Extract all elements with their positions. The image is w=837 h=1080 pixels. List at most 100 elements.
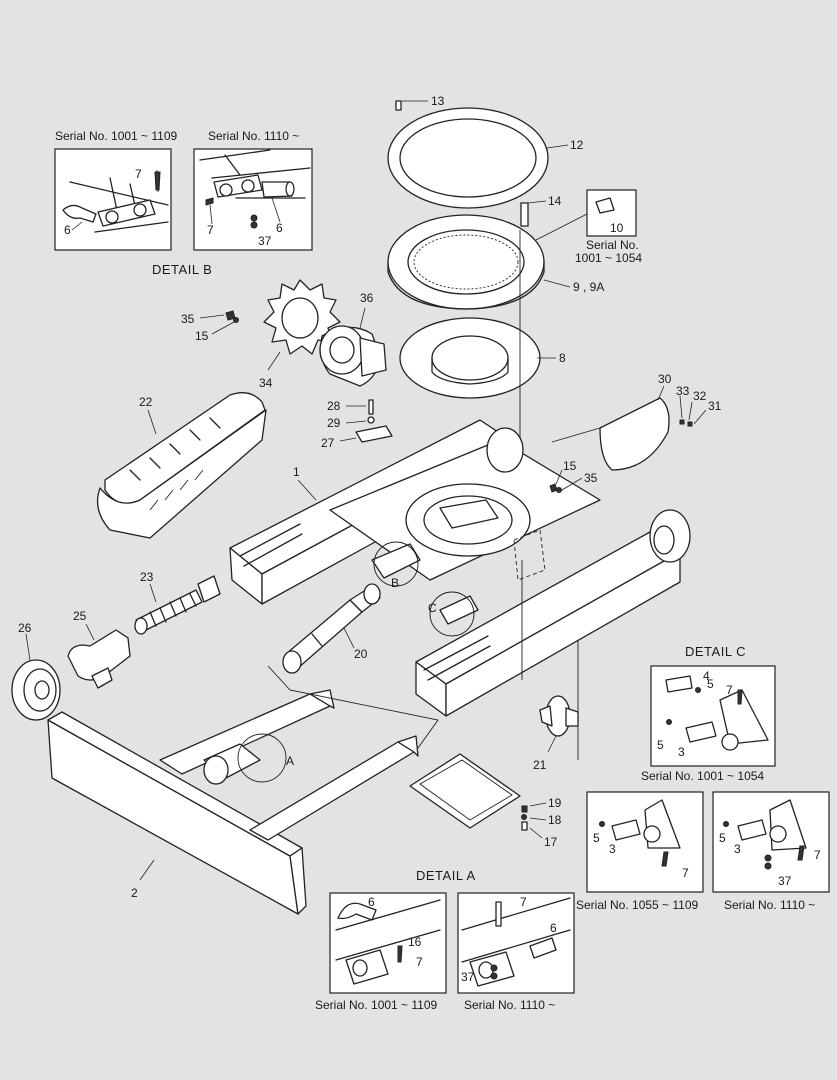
detail-b-left-box bbox=[54, 148, 172, 251]
detail-c-1-label-7: 7 bbox=[726, 683, 733, 697]
part-label-35-upper: 35 bbox=[181, 312, 195, 326]
part-label-13: 13 bbox=[431, 94, 445, 108]
detail-c-serial-3: Serial No. 1110 ~ bbox=[724, 898, 815, 912]
track-frame-1: 1 15 35 B C bbox=[229, 419, 691, 760]
slewing-ring-assembly: 13 12 14 9 , 9A 8 bbox=[387, 94, 604, 520]
rubber-track-22: 22 bbox=[96, 392, 267, 539]
part-label-21: 21 bbox=[533, 758, 547, 772]
bolt-13 bbox=[395, 100, 402, 111]
detail-a-title: DETAIL A bbox=[416, 868, 476, 883]
detail-a-left-serial: Serial No. 1001 ~ 1109 bbox=[315, 998, 438, 1012]
track-tensioner-23: 23 bbox=[134, 570, 221, 635]
view-marker-c: C bbox=[428, 601, 437, 615]
part-label-17: 17 bbox=[544, 835, 558, 849]
detail-a-right-label-37: 37 bbox=[461, 970, 475, 984]
cover-30 bbox=[599, 397, 670, 471]
detail-b-left-label-6: 6 bbox=[64, 223, 71, 237]
detail-a-right-label-7: 7 bbox=[520, 895, 527, 909]
part-label-32: 32 bbox=[693, 389, 707, 403]
detail-c-group: DETAIL C 4 5 7 5 3 Serial No. 1001 ~ 105… bbox=[576, 644, 830, 912]
part-label-29: 29 bbox=[327, 416, 341, 430]
detail-a-right-label-6: 6 bbox=[550, 921, 557, 935]
part-label-15-upper: 15 bbox=[195, 329, 209, 343]
part-label-28: 28 bbox=[327, 399, 341, 413]
view-marker-a: A bbox=[286, 754, 294, 768]
detail-c-3-label-7: 7 bbox=[814, 848, 821, 862]
detail-c-1-label-5a: 5 bbox=[707, 677, 714, 691]
detail-a-left-label-16: 16 bbox=[408, 935, 422, 949]
part-10-serial-line1: Serial No. bbox=[586, 238, 639, 252]
detail-b-right-serial: Serial No. 1110 ~ bbox=[208, 129, 299, 143]
cover-assembly: 30 33 32 31 bbox=[551, 372, 722, 471]
under-cover-plate bbox=[409, 753, 521, 829]
view-circle-c bbox=[429, 591, 475, 637]
idler-assembly: 25 26 bbox=[11, 609, 131, 721]
detail-c-2-label-3: 3 bbox=[609, 842, 616, 856]
detail-a-left-label-6: 6 bbox=[368, 895, 375, 909]
detail-b-left-label-7: 7 bbox=[135, 167, 142, 181]
part-label-14: 14 bbox=[548, 194, 562, 208]
part-label-12: 12 bbox=[570, 138, 584, 152]
cleat-assembly: 28 29 27 bbox=[321, 399, 393, 450]
part-label-22: 22 bbox=[139, 395, 153, 409]
grease-fitting-10 bbox=[595, 197, 615, 214]
detail-b-title: DETAIL B bbox=[152, 262, 212, 277]
detail-c-1-label-3: 3 bbox=[678, 745, 685, 759]
part-label-26: 26 bbox=[18, 621, 32, 635]
detail-c-title: DETAIL C bbox=[685, 644, 746, 659]
detail-c-2-label-7: 7 bbox=[682, 866, 689, 880]
part-10-box bbox=[586, 189, 637, 237]
view-marker-b: B bbox=[391, 576, 399, 590]
detail-c-3-label-5: 5 bbox=[719, 831, 726, 845]
detail-b-right-label-37: 37 bbox=[258, 234, 272, 248]
detail-c-1-label-5b: 5 bbox=[657, 738, 664, 752]
under-cover-assembly: 19 18 17 bbox=[409, 753, 562, 849]
part-label-35-lower: 35 bbox=[584, 471, 598, 485]
part-label-8: 8 bbox=[559, 351, 566, 365]
detail-a-group: DETAIL A 6 16 7 Serial No. 1001 ~ 1109 7… bbox=[315, 868, 575, 1012]
part-10-inset: 10 Serial No. 1001 ~ 1054 bbox=[535, 189, 642, 265]
detail-b-group: Serial No. 1001 ~ 1109 Serial No. 1110 ~… bbox=[54, 129, 313, 277]
part-label-19: 19 bbox=[548, 796, 562, 810]
detail-c-box-2 bbox=[586, 791, 704, 893]
part-label-36: 36 bbox=[360, 291, 374, 305]
part-label-34: 34 bbox=[259, 376, 273, 390]
view-circle-b bbox=[373, 541, 419, 587]
track-roller-21: 21 bbox=[533, 695, 579, 772]
part-label-25: 25 bbox=[73, 609, 87, 623]
idler-yoke-25 bbox=[67, 629, 131, 681]
part-label-33: 33 bbox=[676, 384, 690, 398]
part-label-23: 23 bbox=[140, 570, 154, 584]
blade-cylinder-20: 20 bbox=[282, 583, 381, 674]
part-label-31: 31 bbox=[708, 399, 722, 413]
detail-c-serial-2: Serial No. 1055 ~ 1109 bbox=[576, 898, 699, 912]
detail-b-left-serial: Serial No. 1001 ~ 1109 bbox=[55, 129, 178, 143]
detail-b-right-label-6: 6 bbox=[276, 221, 283, 235]
part-label-30: 30 bbox=[658, 372, 672, 386]
part-label-9: 9 , 9A bbox=[573, 280, 604, 294]
detail-b-right-pin-drawing bbox=[199, 149, 311, 229]
detail-c-1-label-4: 4 bbox=[703, 669, 710, 683]
detail-b-right-box bbox=[193, 148, 313, 251]
part-label-15-lower: 15 bbox=[563, 459, 577, 473]
part-10-serial-line2: 1001 ~ 1054 bbox=[575, 251, 642, 265]
part-label-10: 10 bbox=[610, 221, 624, 235]
detail-c-3-label-37: 37 bbox=[778, 874, 792, 888]
part-label-20: 20 bbox=[354, 647, 368, 661]
detail-b-right-label-7: 7 bbox=[207, 223, 214, 237]
detail-c-serial-1: Serial No. 1001 ~ 1054 bbox=[641, 769, 764, 783]
part-label-27: 27 bbox=[321, 436, 335, 450]
drive-assembly: 36 34 35 15 bbox=[181, 279, 387, 390]
bolt-14 bbox=[520, 202, 529, 227]
detail-a-left-label-7: 7 bbox=[416, 955, 423, 969]
dozer-blade-2: A 2 bbox=[47, 665, 439, 915]
part-label-1: 1 bbox=[293, 465, 300, 479]
detail-b-left-pin-drawing bbox=[62, 169, 169, 233]
part-label-18: 18 bbox=[548, 813, 562, 827]
detail-a-right-serial: Serial No. 1110 ~ bbox=[464, 998, 555, 1012]
part-label-2: 2 bbox=[131, 886, 138, 900]
view-circle-a bbox=[237, 733, 287, 783]
detail-c-3-label-3: 3 bbox=[734, 842, 741, 856]
